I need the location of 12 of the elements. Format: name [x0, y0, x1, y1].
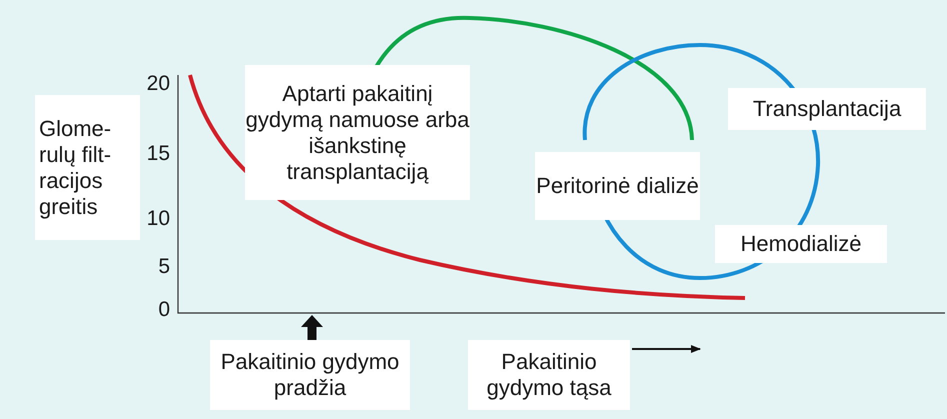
annotation-box: Transplantacija — [728, 88, 926, 130]
annotation-box: Peritorinė dializė — [535, 152, 700, 220]
tick-label: 5 — [157, 255, 170, 279]
annotation-box: Hemodializė — [715, 225, 887, 263]
tick-label: 20 — [146, 72, 170, 96]
tick-label: 10 — [146, 207, 170, 231]
axis-note: Pakaitinio gydymo tąsa — [468, 340, 630, 410]
axis-note: Pakaitinio gydymo pradžia — [210, 340, 410, 410]
annotation-box: Aptarti pakaitinį gydymą namuose arba išankstinę transplantaciją — [245, 65, 470, 200]
tick-label: 0 — [157, 298, 170, 322]
axis-title: Glome- rulų filt- racijos greitis — [35, 95, 140, 240]
tick-label: 15 — [146, 142, 170, 166]
